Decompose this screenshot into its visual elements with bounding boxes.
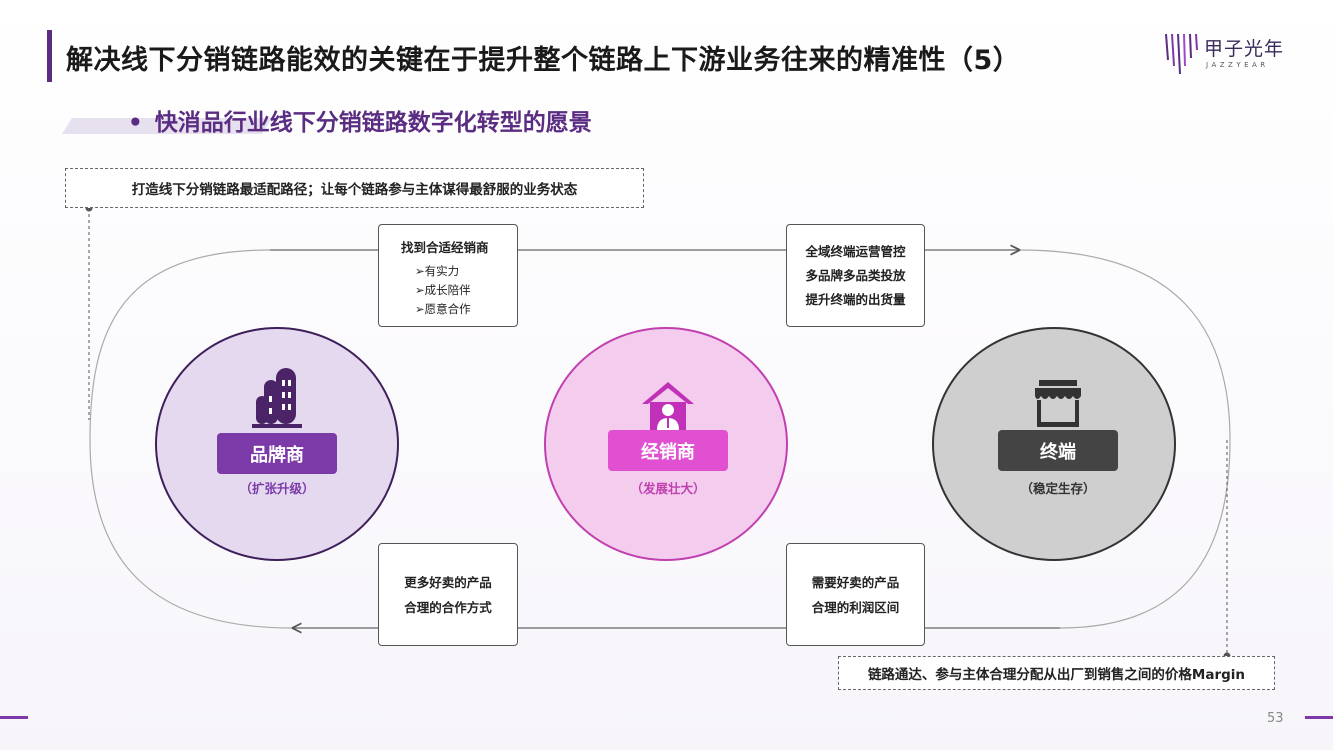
distributor-label: 经销商	[608, 430, 728, 471]
terminal-label: 终端	[998, 430, 1118, 471]
box-line: 全域终端运营管控	[805, 243, 906, 259]
find-distributor-box: 找到合适经销商 ➢有实力 ➢成长陪伴 ➢愿意合作	[378, 224, 518, 327]
bullet: •	[128, 110, 143, 136]
brand-owner-label: 品牌商	[217, 433, 337, 474]
list-item: ➢成长陪伴	[415, 283, 471, 297]
need-products-box: 需要好卖的产品 合理的利润区间	[786, 543, 925, 646]
box-heading: 找到合适经销商	[401, 240, 489, 255]
box-line: 合理的利润区间	[811, 599, 900, 615]
page-number: 53	[1267, 711, 1284, 726]
box-line: 多品牌多品类投放	[805, 267, 906, 283]
section-subtitle: • 快消品行业线下分销链路数字化转型的愿景	[128, 103, 592, 137]
footer-accent-left	[0, 716, 28, 719]
top-note: 打造线下分销链路最适配路径；让每个链路参与主体谋得最舒服的业务状态	[65, 168, 644, 208]
storefront-icon	[1035, 380, 1081, 427]
logo-bars-icon	[1165, 33, 1198, 75]
bottom-note: 链路通达、参与主体合理分配从出厂到销售之间的价格Margin	[838, 656, 1275, 690]
footer-accent-right	[1305, 716, 1333, 719]
logo-text-en: JAZZYEAR	[1206, 61, 1269, 69]
subtitle-text: 快消品行业线下分销链路数字化转型的愿景	[154, 110, 592, 136]
distributor-sub: （发展壮大）	[630, 481, 706, 496]
terminal-sub: （稳定生存）	[1020, 481, 1096, 496]
box-line: 更多好卖的产品	[404, 574, 492, 590]
list-item: ➢愿意合作	[415, 302, 471, 316]
brand-owner-sub: （扩张升级）	[239, 481, 315, 496]
box-line: 需要好卖的产品	[811, 574, 900, 590]
house-person-icon	[642, 382, 694, 430]
logo-text-cn: 甲子光年	[1204, 38, 1285, 60]
subtitle-decoration	[62, 118, 272, 134]
jazzyear-logo: 甲子光年 JAZZYEAR	[1162, 30, 1302, 75]
box-line: 提升终端的出货量	[805, 291, 906, 307]
terminal-ops-box: 全域终端运营管控 多品牌多品类投放 提升终端的出货量	[786, 224, 925, 327]
box-line: 合理的合作方式	[404, 599, 492, 615]
buildings-icon	[252, 368, 302, 428]
more-products-box: 更多好卖的产品 合理的合作方式	[378, 543, 518, 646]
list-item: ➢有实力	[415, 264, 460, 278]
page-title: 解决线下分销链路能效的关键在于提升整个链路上下游业务往来的精准性（5）	[66, 45, 1021, 76]
title-accent-bar	[47, 30, 52, 82]
